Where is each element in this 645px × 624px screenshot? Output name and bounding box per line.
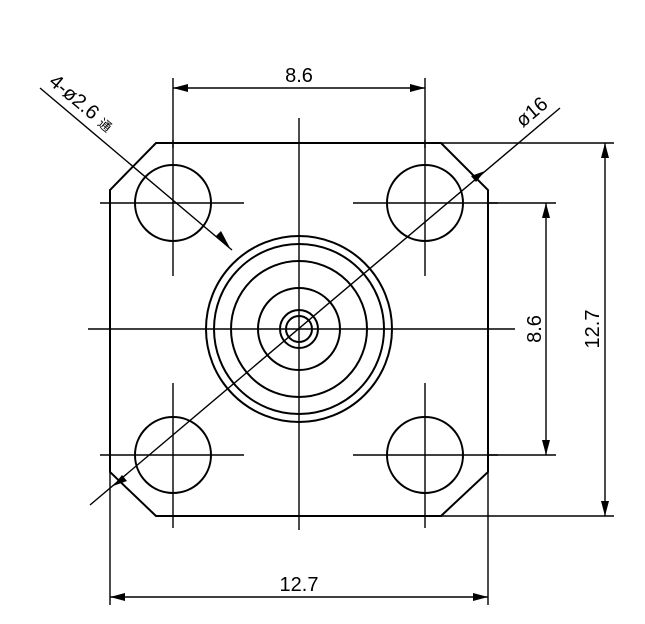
arrowheads [110, 84, 609, 601]
hole-callout-note: 通 [94, 116, 114, 136]
centerlines [88, 118, 515, 530]
dim-top-spacing-label: 8.6 [285, 65, 313, 87]
hole-callout-leader [39, 87, 233, 251]
dim-right-spacing-label: 8.6 [524, 315, 546, 343]
dim-diameter-label: ø16 [512, 93, 553, 132]
dim-height-label: 12.7 [582, 310, 604, 349]
dim-width-label: 12.7 [280, 574, 319, 596]
